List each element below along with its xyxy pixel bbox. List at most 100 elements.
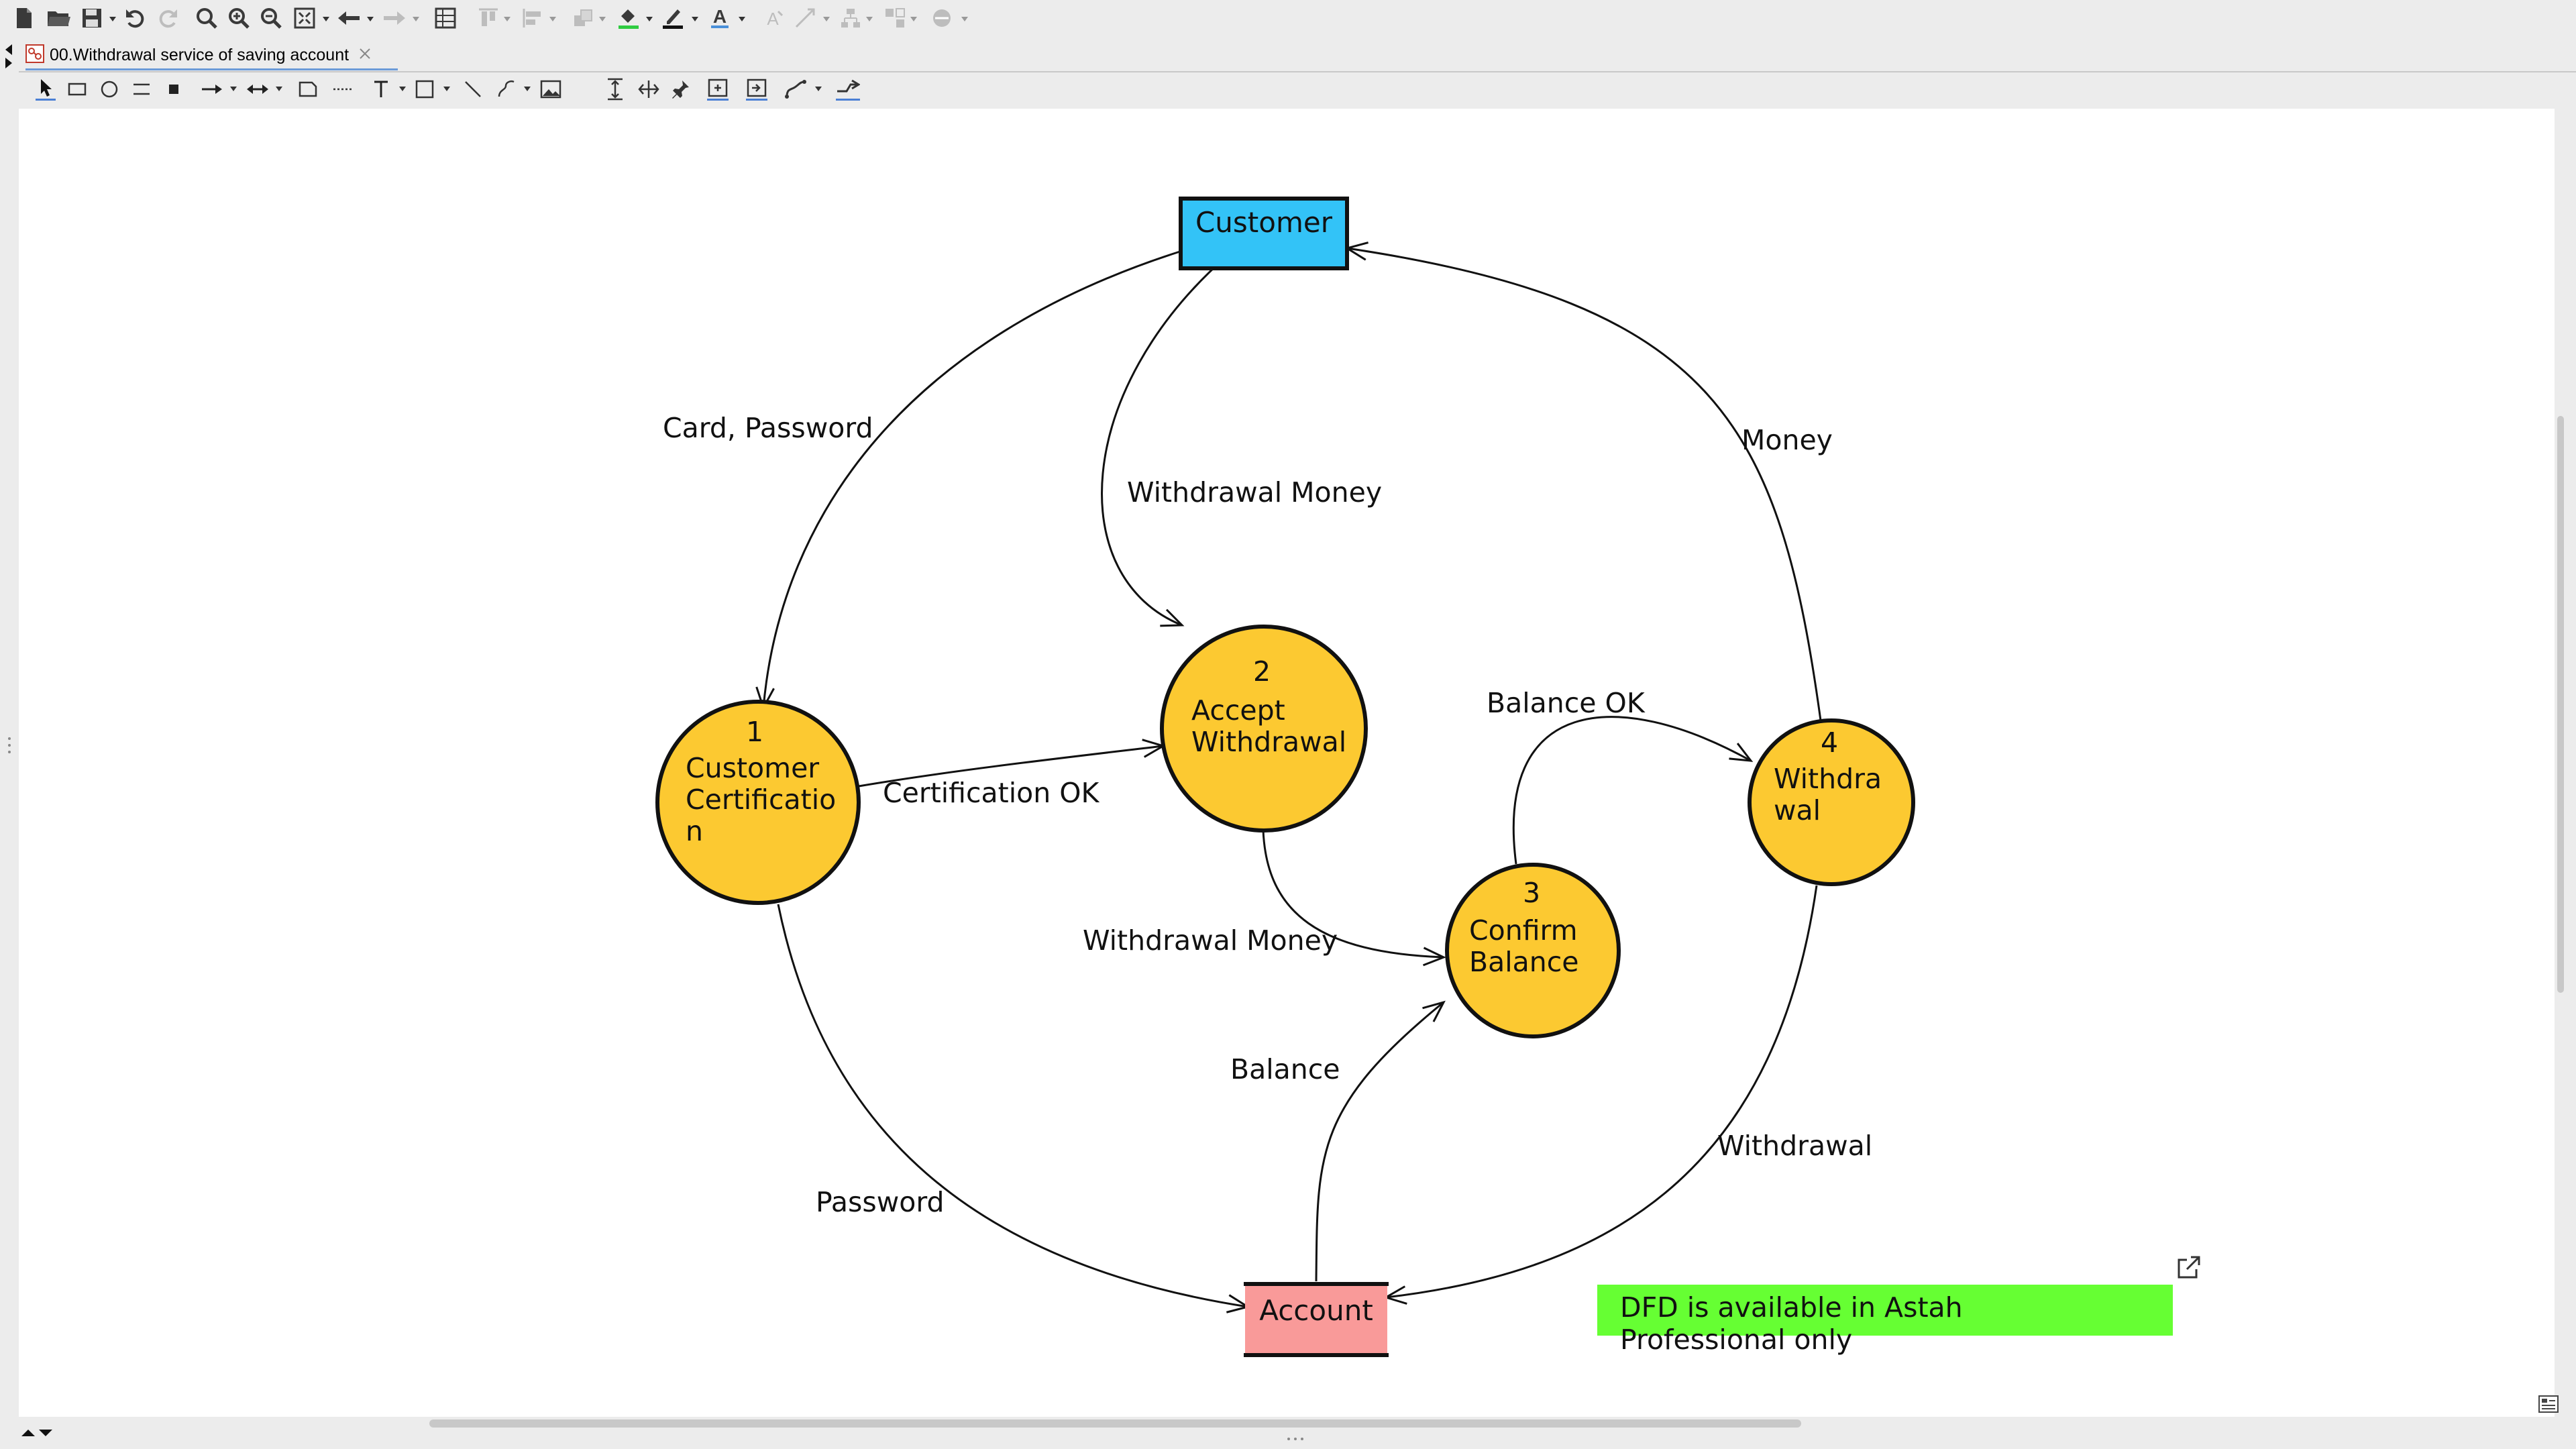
image-tool-icon[interactable] <box>539 75 562 103</box>
dashed-line-tool-icon[interactable] <box>331 75 354 103</box>
process-3-circle[interactable] <box>1445 863 1621 1038</box>
chevron-down-icon[interactable] <box>814 82 822 95</box>
font-color-icon[interactable]: A <box>707 4 733 32</box>
chevron-down-icon[interactable] <box>366 12 374 25</box>
chevron-down-icon[interactable] <box>229 82 237 95</box>
account-entity-box[interactable] <box>1245 1284 1387 1354</box>
new-file-icon[interactable] <box>13 4 35 32</box>
connector-tool-icon[interactable] <box>784 75 808 103</box>
chevron-down-icon <box>412 12 420 25</box>
dfd-diagram-icon <box>25 44 44 66</box>
flow-withdrawal-money-bottom[interactable] <box>1262 829 1446 967</box>
chevron-down-icon <box>822 12 830 25</box>
chevron-down-icon[interactable] <box>109 12 117 25</box>
zoom-in-icon[interactable] <box>227 4 251 32</box>
select-tool-icon[interactable] <box>34 75 58 103</box>
fit-content-tool-icon[interactable] <box>745 75 769 103</box>
flow-withdrawal-money-top[interactable] <box>1101 253 1230 627</box>
process-4-number: 4 <box>1821 727 1839 759</box>
flow-certification-ok[interactable] <box>858 739 1166 788</box>
overview-icon[interactable] <box>2538 1395 2559 1415</box>
edition-note[interactable]: DFD is available in Astah Professional o… <box>1597 1285 2173 1356</box>
open-folder-icon[interactable] <box>46 4 72 32</box>
datastore-tool-icon[interactable] <box>131 75 152 103</box>
tab-title: 00.Withdrawal service of saving account <box>50 45 350 64</box>
flow-balance[interactable] <box>1315 1000 1446 1282</box>
chevron-down-icon <box>503 12 511 25</box>
zoom-search-icon[interactable] <box>195 4 219 32</box>
flow-label-balance-ok: Balance OK <box>1487 687 1645 719</box>
diagram-palette <box>0 72 2576 106</box>
group-icon <box>883 4 907 32</box>
chevron-down-icon[interactable] <box>322 12 330 25</box>
arrow-tool-icon[interactable] <box>200 75 224 103</box>
rectangle-tool-icon[interactable] <box>67 75 87 103</box>
bidirectional-arrow-tool-icon[interactable] <box>246 75 270 103</box>
tab-diagram[interactable]: 00.Withdrawal service of saving account <box>25 42 401 68</box>
fit-window-icon[interactable] <box>292 4 317 32</box>
process-1-number: 1 <box>746 716 764 748</box>
pin-tool-icon[interactable] <box>671 75 691 103</box>
flow-label-certification-ok: Certification OK <box>883 777 1099 809</box>
flow-card-password[interactable] <box>755 250 1183 710</box>
fill-color-icon[interactable] <box>616 4 641 32</box>
diagram-tab-bar: 00.Withdrawal service of saving account <box>0 39 2576 72</box>
expand-bottom-panel-icon[interactable] <box>20 1428 55 1440</box>
auto-layout-tool-icon[interactable] <box>835 75 861 103</box>
collapse-left-icon[interactable] <box>4 43 13 72</box>
chevron-down-icon <box>961 12 969 25</box>
process-4-circle[interactable] <box>1748 718 1915 886</box>
chevron-down-icon[interactable] <box>275 82 283 95</box>
note-tool-icon[interactable] <box>298 75 318 103</box>
horizontal-scrollbar[interactable] <box>429 1419 1801 1428</box>
filled-square-tool-icon[interactable] <box>165 75 182 103</box>
chevron-down-icon[interactable] <box>398 82 407 95</box>
zoom-out-icon[interactable] <box>259 4 283 32</box>
account-entity-label: Account <box>1259 1293 1373 1327</box>
external-link-icon[interactable] <box>2178 1256 2200 1279</box>
flow-password[interactable] <box>777 904 1250 1313</box>
process-1-circle[interactable] <box>655 700 861 905</box>
customer-entity-box[interactable] <box>1179 197 1349 270</box>
forward-arrow-icon <box>381 4 408 32</box>
chevron-down-icon[interactable] <box>645 12 653 25</box>
undo-icon[interactable] <box>123 4 148 32</box>
align-top-icon <box>476 4 500 32</box>
process-2-name: Accept Withdrawal <box>1191 694 1347 758</box>
curve-tool-icon[interactable] <box>495 75 518 103</box>
vertical-scrollbar[interactable] <box>2557 416 2564 993</box>
panel-resize-handle[interactable] <box>7 735 12 758</box>
left-panel-strip <box>0 71 19 1426</box>
distribute-horizontal-tool-icon[interactable] <box>637 75 660 103</box>
save-icon[interactable] <box>80 4 103 32</box>
grid-icon[interactable] <box>433 4 458 32</box>
panel-resize-handle[interactable] <box>1285 1432 1305 1444</box>
process-4-name: Withdra wal <box>1774 763 1882 826</box>
line-tool-icon[interactable] <box>462 75 484 103</box>
flow-label-withdrawal: Withdrawal <box>1717 1130 1873 1162</box>
process-3-name: Confirm Balance <box>1469 914 1579 978</box>
chevron-down-icon <box>598 12 606 25</box>
circle-tool-icon[interactable] <box>99 75 119 103</box>
chevron-down-icon[interactable] <box>443 82 451 95</box>
active-tab-indicator <box>25 68 398 70</box>
fit-frame-tool-icon[interactable] <box>706 75 730 103</box>
diagram-canvas[interactable]: Customer Account 1 Customer Certificatio… <box>19 109 2559 1417</box>
distribute-vertical-tool-icon[interactable] <box>604 75 627 103</box>
line-color-icon[interactable] <box>660 4 686 32</box>
shape-style-icon <box>930 4 954 32</box>
chevron-down-icon[interactable] <box>738 12 746 25</box>
flow-withdrawal[interactable] <box>1383 885 1818 1305</box>
process-2-circle[interactable] <box>1160 625 1368 833</box>
close-icon[interactable] <box>358 47 372 63</box>
chevron-down-icon[interactable] <box>523 82 531 95</box>
back-arrow-icon[interactable] <box>335 4 362 32</box>
text-tool-icon[interactable] <box>372 75 390 103</box>
flow-balance-ok[interactable] <box>1512 716 1754 865</box>
svg-text:A: A <box>767 9 779 29</box>
chevron-down-icon <box>910 12 918 25</box>
flow-money[interactable] <box>1344 241 1822 721</box>
frame-tool-icon[interactable] <box>415 75 435 103</box>
chevron-down-icon[interactable] <box>691 12 699 25</box>
process-1-name: Customer Certificatio n <box>686 752 837 847</box>
